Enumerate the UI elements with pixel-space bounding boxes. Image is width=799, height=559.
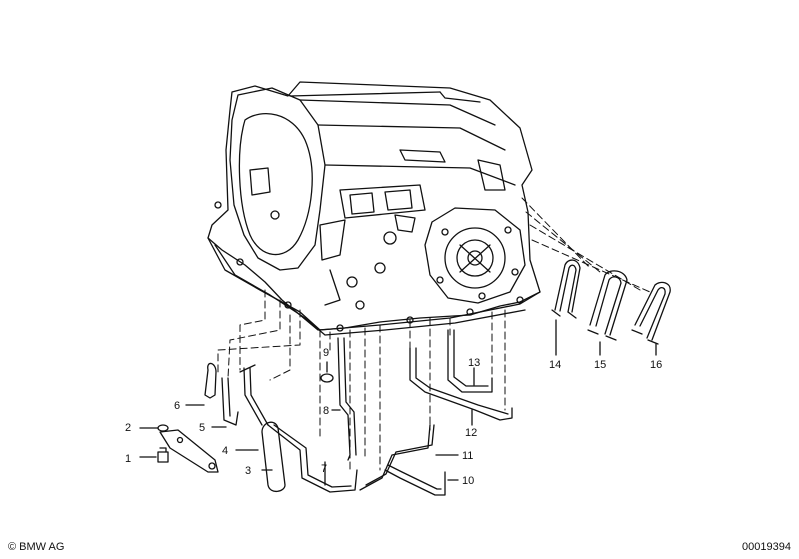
callout-7: 7	[321, 463, 327, 475]
callout-11: 11	[462, 450, 473, 462]
callout-10: 10	[462, 475, 474, 487]
part-11-pipe	[359, 424, 459, 491]
part-15-u-bolt	[587, 270, 628, 356]
part-16-u-bolt	[631, 281, 671, 356]
part-6-elbow	[185, 362, 217, 406]
part-5-pipe	[211, 377, 239, 428]
part-9-o-ring	[320, 361, 334, 383]
part-2-bracket	[139, 424, 219, 473]
part-4-pipe	[235, 364, 269, 451]
callout-16: 16	[650, 359, 662, 371]
leader-lines	[217, 197, 651, 471]
callout-9: 9	[323, 347, 329, 359]
part-1-bolt	[139, 447, 169, 463]
part-3-hose	[261, 421, 286, 493]
document-number: 00019394	[742, 541, 791, 553]
part-8-pipe	[331, 337, 357, 461]
callout-6: 6	[174, 400, 180, 412]
callout-5: 5	[199, 422, 205, 434]
callout-13: 13	[468, 357, 480, 369]
part-12-pipe	[409, 347, 513, 426]
callout-15: 15	[594, 359, 606, 371]
callout-12: 12	[465, 427, 477, 439]
callout-8: 8	[323, 405, 329, 417]
callout-14: 14	[549, 359, 561, 371]
callouts: 1 2 3 4 5 6 7 8 9 10 11 12 13 14 15 16	[125, 347, 662, 487]
part-14-u-bolt	[551, 259, 581, 356]
part-13-pipe	[447, 329, 493, 393]
callout-2: 2	[125, 422, 131, 434]
transmission-housing	[207, 81, 541, 336]
callout-3: 3	[245, 465, 251, 477]
callout-1: 1	[125, 453, 131, 465]
copyright-text: © BMW AG	[8, 541, 65, 553]
callout-4: 4	[222, 445, 228, 457]
part-10-pipe	[384, 464, 459, 496]
part-7-pipe	[267, 424, 358, 493]
